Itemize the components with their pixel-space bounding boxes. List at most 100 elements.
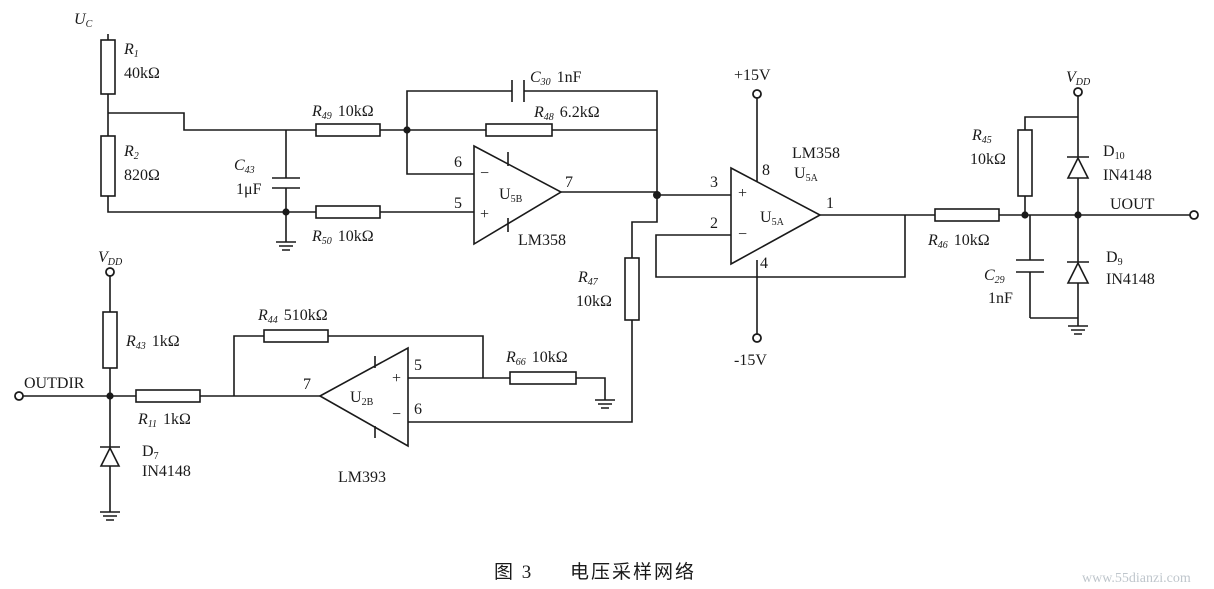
resistors (100, 39, 1033, 403)
capacitor-c29 (1016, 259, 1044, 273)
resistor-r49 (315, 123, 381, 137)
diode-d7 (99, 440, 121, 467)
d9-part: IN4148 (1106, 271, 1155, 288)
terminal-vdd-left (105, 267, 115, 277)
u5a-pin-inv: 2 (710, 215, 718, 232)
opamp-u5b (473, 144, 563, 246)
resistor-r48 (485, 123, 553, 137)
ground-r66 (595, 399, 615, 409)
supply-vdd-right-label: VDD (1066, 69, 1091, 88)
c43-designator: C43 (234, 157, 255, 176)
ground-c43 (276, 241, 296, 251)
u2b-part: LM393 (338, 469, 386, 486)
resistor-r47 (624, 257, 640, 321)
u5b-pin-noninv: 5 (454, 195, 462, 212)
diode-d10 (1066, 150, 1090, 179)
capacitors (272, 80, 1044, 273)
u2b-pin-inv: 6 (414, 401, 422, 418)
terminal-vdd-right (1073, 87, 1083, 97)
ground-d7 (100, 511, 120, 521)
opamps (318, 144, 822, 448)
u5b-part: LM358 (518, 232, 566, 249)
c43-value: 1μF (236, 181, 262, 198)
r1-value: 40kΩ (124, 65, 160, 82)
r45-designator: R45 (971, 127, 992, 146)
terminal-minus15 (752, 333, 762, 343)
ground-d9 (1068, 325, 1088, 335)
opamp-u2b (318, 346, 409, 448)
resistor-r44 (263, 329, 329, 343)
d7-part: IN4148 (142, 463, 191, 480)
resistor-r45 (1017, 129, 1033, 197)
grounds (100, 241, 1088, 521)
figure-title: 电压采样网络 (570, 561, 696, 583)
diode-d9 (1066, 257, 1090, 284)
u5a-part-sub: U5A (794, 165, 819, 184)
u5a-pin-out: 1 (826, 195, 834, 212)
d9-designator: D9 (1106, 249, 1123, 268)
u5a-minus-sign: − (738, 226, 747, 243)
terminals (14, 87, 1199, 401)
r47-designator: R47 (577, 269, 599, 288)
resistor-r43 (102, 311, 118, 369)
u2b-designator: U2B (350, 389, 374, 408)
r2-designator: R2 (123, 143, 139, 162)
watermark: www.55dianzi.com (1082, 571, 1191, 586)
r45-value: 10kΩ (970, 151, 1006, 168)
c29-designator: C29 (984, 267, 1005, 286)
supply-uc-label: UC (74, 11, 93, 30)
supply-plus15-label: +15V (734, 67, 771, 84)
resistor-r46 (934, 208, 1000, 222)
u5a-pin-vminus: 4 (760, 255, 768, 272)
supply-minus15-label: -15V (734, 352, 767, 369)
u5b-plus-sign: + (480, 206, 489, 223)
labels: UC VDD VDD +15V -15V R1 40kΩ R2 820Ω C43… (24, 11, 1191, 586)
d10-designator: D10 (1103, 143, 1125, 162)
outdir-label: OUTDIR (24, 375, 85, 392)
capacitor-c43 (272, 177, 300, 189)
u5b-pin-inv: 6 (454, 154, 462, 171)
u5a-pin-vplus: 8 (762, 162, 770, 179)
resistor-r50 (315, 205, 381, 219)
u5b-minus-sign: − (480, 165, 489, 182)
resistor-r11 (135, 389, 201, 403)
d7-designator: D7 (142, 443, 159, 462)
figure-number: 图 3 (494, 562, 533, 583)
uout-label: UOUT (1110, 196, 1155, 213)
capacitor-c30 (511, 80, 525, 102)
supply-vdd-left-label: VDD (98, 249, 123, 268)
u5b-designator: U5B (499, 186, 523, 205)
resistor-r2 (100, 135, 116, 197)
u5a-pin-noninv: 3 (710, 174, 718, 191)
wires (23, 34, 1190, 512)
u5b-pin-out: 7 (565, 174, 573, 191)
r1-designator: R1 (123, 41, 139, 60)
resistor-r1 (100, 39, 116, 95)
diodes (99, 150, 1090, 467)
r47-value: 10kΩ (576, 293, 612, 310)
r2-value: 820Ω (124, 167, 160, 184)
u2b-pin-noninv: 5 (414, 357, 422, 374)
u5a-designator: U5A (760, 209, 785, 228)
c29-value: 1nF (988, 290, 1013, 307)
u5a-part: LM358 (792, 145, 840, 162)
u2b-plus-sign: + (392, 370, 401, 387)
junctions (106, 126, 1082, 400)
terminal-outdir (14, 391, 24, 401)
opamp-u5a (730, 166, 822, 266)
terminal-uout (1189, 210, 1199, 220)
terminal-plus15 (752, 89, 762, 99)
u2b-minus-sign: − (392, 406, 401, 423)
u5a-plus-sign: + (738, 185, 747, 202)
resistor-r66 (509, 371, 577, 385)
